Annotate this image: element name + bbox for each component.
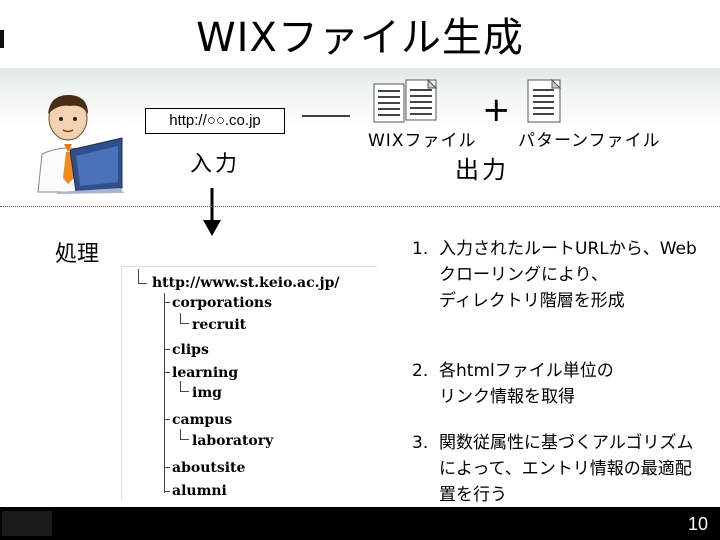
step-text: 各htmlファイル単位の リンク情報を取得 (439, 361, 614, 407)
footer-bar (0, 507, 720, 540)
input-label: 入力 (190, 152, 241, 177)
tree-item: laboratory (192, 433, 274, 449)
tree-item: clips (172, 342, 209, 358)
tree-connector (180, 381, 189, 392)
process-label: 処理 (55, 242, 100, 267)
wix-file-label: WIXファイル (368, 131, 477, 151)
tree-connector (180, 313, 189, 324)
plus-sign: + (482, 90, 511, 130)
step-text: 入力されたルートURLから、Webクローリングにより、 ディレクトリ階層を形成 (439, 239, 697, 311)
section-divider (0, 206, 720, 207)
tree-root: http://www.st.keio.ac.jp/ (152, 275, 340, 291)
edge-mark (0, 30, 4, 48)
tree-connector (164, 349, 170, 350)
tree-connector (164, 491, 170, 492)
tree-item: corporations (172, 295, 272, 311)
tree-item: learning (172, 365, 239, 381)
tree-item: campus (172, 412, 233, 428)
tree-trunk (164, 293, 165, 493)
right-arrow-icon (302, 115, 350, 117)
person-at-laptop-icon (37, 94, 124, 194)
tree-connector (164, 302, 170, 303)
step-number: 3. (412, 433, 429, 453)
down-arrow-icon (203, 188, 221, 236)
directory-tree: http://www.st.keio.ac.jp/ corporations r… (121, 266, 377, 501)
slide-title: WIXファイル生成 (196, 15, 524, 61)
footer-block (2, 511, 52, 536)
pattern-file-label: パターンファイル (518, 131, 661, 151)
url-field: http://○○.co.jp (145, 108, 285, 134)
tree-item: alumni (172, 483, 227, 499)
tree-item: aboutsite (172, 460, 246, 476)
page-number: 10 (687, 514, 708, 534)
step-number: 1. (412, 239, 429, 259)
step-number: 2. (412, 361, 429, 381)
output-label: 出力 (455, 156, 509, 184)
tree-item: recruit (192, 317, 247, 333)
tree-connector (180, 429, 189, 440)
step-text: 関数従属性に基づくアルゴリズムによって、エントリ情報の最適配置を行う (439, 433, 694, 505)
tree-item: img (192, 385, 222, 401)
tree-connector (164, 419, 170, 420)
tree-connector (164, 372, 170, 373)
pattern-file-icon (527, 78, 562, 123)
tree-connector (138, 269, 147, 284)
wix-file-icon (373, 78, 438, 123)
tree-connector (164, 467, 170, 468)
